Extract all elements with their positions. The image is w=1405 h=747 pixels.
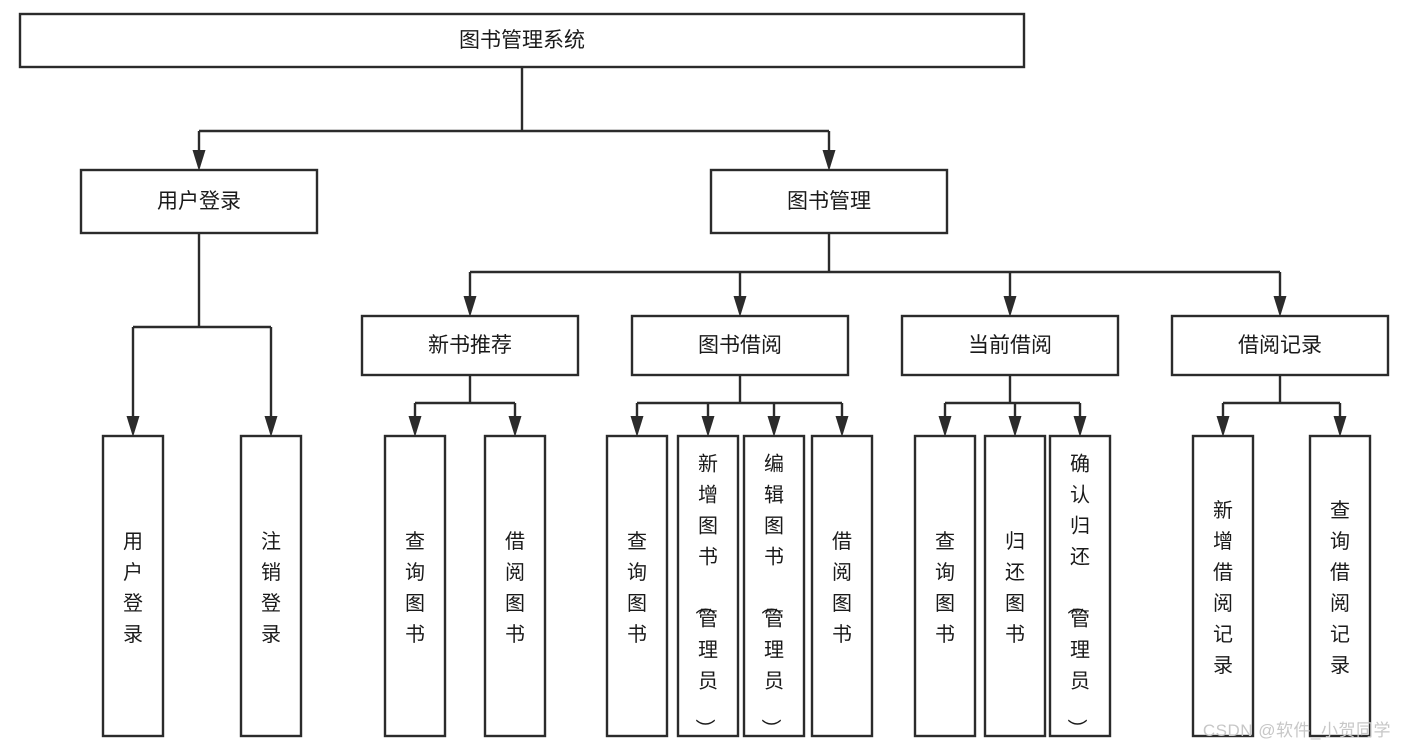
edge-group-new-book-rec xyxy=(408,375,522,437)
node-box-leaf-confirm-return xyxy=(1048,434,1112,738)
node-box-current-borrow xyxy=(900,314,1120,377)
node-label-new-book-rec: 新书推荐 xyxy=(428,334,512,357)
node-box-leaf-borrow-book-2 xyxy=(810,434,874,738)
node-label-root: 图书管理系统 xyxy=(459,29,585,52)
node-leaf-confirm-return[interactable]: 确认归还（管理员） xyxy=(1048,434,1112,739)
node-label-current-borrow: 当前借阅 xyxy=(968,334,1052,357)
node-leaf-add-record[interactable]: 新增借阅记录 xyxy=(1191,434,1255,738)
node-root[interactable]: 图书管理系统 xyxy=(18,12,1026,69)
node-leaf-user-login[interactable]: 用户登录 xyxy=(101,434,165,738)
node-box-leaf-user-login xyxy=(101,434,165,738)
node-leaf-edit-book[interactable]: 编辑图书（管理员） xyxy=(742,434,806,739)
node-label-leaf-query-book-1: 查询图书 xyxy=(405,530,425,646)
node-box-leaf-edit-book xyxy=(742,434,806,738)
edge-group-book-borrow xyxy=(630,375,849,437)
node-label-leaf-return-book: 归还图书 xyxy=(1005,530,1025,646)
node-box-borrow-record xyxy=(1170,314,1390,377)
node-leaf-borrow-book-2[interactable]: 借阅图书 xyxy=(810,434,874,738)
node-leaf-user-logout[interactable]: 注销登录 xyxy=(239,434,303,738)
edge-group-current-borrow xyxy=(938,375,1087,437)
node-box-leaf-query-book-2 xyxy=(605,434,669,738)
node-label-leaf-confirm-return: 确认归还（管理员） xyxy=(1065,453,1090,739)
node-label-user-login: 用户登录 xyxy=(157,190,241,213)
nodes-layer: 图书管理系统用户登录图书管理新书推荐图书借阅当前借阅借阅记录用户登录注销登录查询… xyxy=(18,12,1390,739)
edge-group-root xyxy=(192,67,836,171)
node-label-leaf-borrow-book-1: 借阅图书 xyxy=(505,530,525,646)
node-label-leaf-query-book-3: 查询图书 xyxy=(935,530,955,646)
node-book-borrow[interactable]: 图书借阅 xyxy=(630,314,850,377)
node-label-leaf-add-book: 新增图书（管理员） xyxy=(693,453,718,739)
node-leaf-add-book[interactable]: 新增图书（管理员） xyxy=(676,434,740,739)
node-label-book-borrow: 图书借阅 xyxy=(698,334,782,357)
node-label-leaf-borrow-book-2: 借阅图书 xyxy=(832,530,852,646)
watermark-label: CSDN @软件_小贺同学 xyxy=(1202,721,1391,740)
edge-group-book-manage xyxy=(463,233,1287,317)
node-label-borrow-record: 借阅记录 xyxy=(1238,334,1322,357)
node-label-leaf-query-book-2: 查询图书 xyxy=(627,530,647,646)
edge-group-borrow-record xyxy=(1216,375,1347,437)
node-box-leaf-query-record xyxy=(1308,434,1372,738)
node-box-leaf-return-book xyxy=(983,434,1047,738)
node-label-leaf-query-record: 查询借阅记录 xyxy=(1330,499,1350,677)
node-user-login[interactable]: 用户登录 xyxy=(79,168,319,235)
node-book-manage[interactable]: 图书管理 xyxy=(709,168,949,235)
node-box-root xyxy=(18,12,1026,69)
node-leaf-query-book-1[interactable]: 查询图书 xyxy=(383,434,447,738)
node-borrow-record[interactable]: 借阅记录 xyxy=(1170,314,1390,377)
node-box-leaf-user-logout xyxy=(239,434,303,738)
node-box-leaf-add-record xyxy=(1191,434,1255,738)
node-leaf-return-book[interactable]: 归还图书 xyxy=(983,434,1047,738)
edges-layer xyxy=(126,67,1347,437)
node-leaf-query-book-3[interactable]: 查询图书 xyxy=(913,434,977,738)
node-label-leaf-user-logout: 注销登录 xyxy=(261,530,281,646)
node-box-book-manage xyxy=(709,168,949,235)
node-box-new-book-rec xyxy=(360,314,580,377)
node-box-leaf-query-book-3 xyxy=(913,434,977,738)
node-box-leaf-borrow-book-1 xyxy=(483,434,547,738)
node-box-user-login xyxy=(79,168,319,235)
node-new-book-rec[interactable]: 新书推荐 xyxy=(360,314,580,377)
node-label-book-manage: 图书管理 xyxy=(787,190,871,213)
node-leaf-query-book-2[interactable]: 查询图书 xyxy=(605,434,669,738)
node-box-leaf-query-book-1 xyxy=(383,434,447,738)
node-box-book-borrow xyxy=(630,314,850,377)
node-current-borrow[interactable]: 当前借阅 xyxy=(900,314,1120,377)
node-label-leaf-user-login: 用户登录 xyxy=(123,531,143,646)
node-box-leaf-add-book xyxy=(676,434,740,738)
node-leaf-query-record[interactable]: 查询借阅记录 xyxy=(1308,434,1372,738)
node-label-leaf-edit-book: 编辑图书（管理员） xyxy=(759,453,784,739)
node-label-leaf-add-record: 新增借阅记录 xyxy=(1213,499,1233,677)
edge-group-user-login xyxy=(126,233,278,437)
node-leaf-borrow-book-1[interactable]: 借阅图书 xyxy=(483,434,547,738)
